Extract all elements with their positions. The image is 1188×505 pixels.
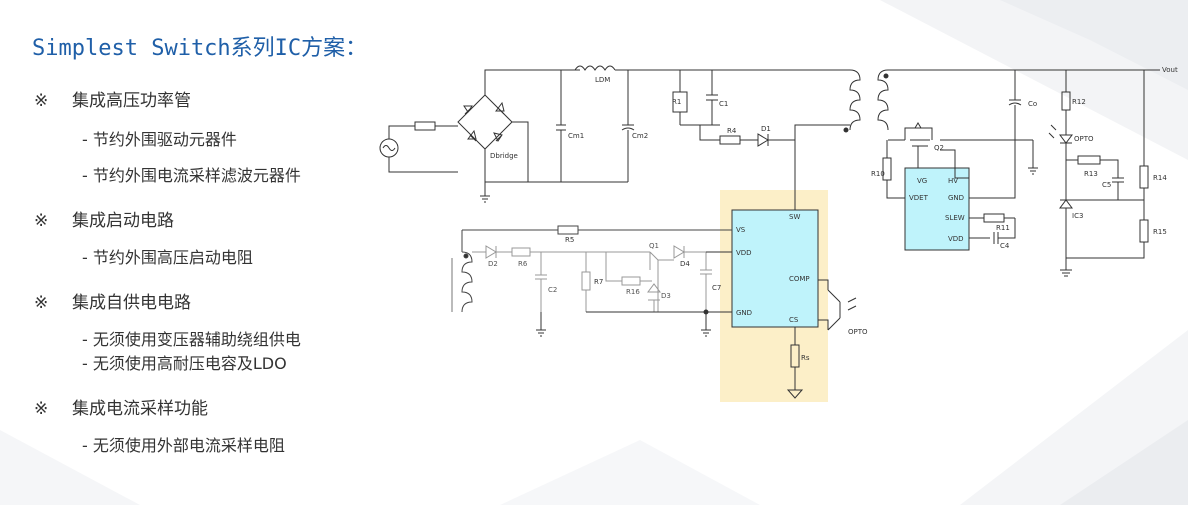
section-item: - 无须使用高耐压电容及LDO: [82, 354, 287, 373]
svg-text:LDM: LDM: [595, 76, 610, 84]
svg-text:C1: C1: [719, 100, 728, 108]
section-heading: ※集成启动电路: [34, 211, 174, 231]
dbridge-label: Dbridge: [490, 152, 518, 160]
legacy-supply: [472, 245, 712, 312]
svg-text:GND: GND: [948, 194, 964, 202]
output-capacitor: [940, 70, 1038, 175]
svg-text:COMP: COMP: [789, 275, 810, 283]
section-item: - 节约外围高压启动电阻: [82, 248, 253, 267]
svg-text:HV: HV: [948, 177, 958, 185]
svg-text:R4: R4: [727, 127, 737, 135]
ic2-chip: [904, 167, 970, 251]
svg-text:Co: Co: [1028, 100, 1037, 108]
svg-text:D1: D1: [761, 125, 771, 133]
svg-text:D3: D3: [661, 292, 671, 300]
feedback-network: [1048, 70, 1149, 277]
svg-text:Vout: Vout: [1162, 66, 1178, 74]
svg-text:R6: R6: [518, 260, 528, 268]
svg-text:Rs: Rs: [801, 354, 810, 362]
section-item: - 无须使用外部电流采样电阻: [82, 436, 285, 455]
svg-text:R13: R13: [1084, 170, 1098, 178]
transformer-primary: [794, 69, 861, 210]
svg-text:VDD: VDD: [736, 249, 752, 257]
transformer-secondary: [877, 69, 1160, 141]
input-filter: [528, 65, 680, 183]
svg-text:R5: R5: [565, 236, 574, 244]
svg-text:R1: R1: [672, 98, 681, 106]
section-item: - 节约外围电流采样滤波元器件: [82, 166, 301, 185]
svg-text:Q1: Q1: [649, 242, 659, 250]
svg-text:Cm1: Cm1: [568, 132, 584, 140]
svg-text:C7: C7: [712, 284, 721, 292]
ic1-chip: [731, 209, 819, 328]
svg-text:R12: R12: [1072, 98, 1086, 106]
ground-symbol: [480, 195, 490, 203]
svg-text:VG: VG: [917, 177, 927, 185]
svg-text:R7: R7: [594, 278, 603, 286]
ic2-external: [940, 140, 1016, 244]
snubber: [672, 69, 850, 147]
svg-text:OPTO: OPTO: [1074, 135, 1094, 143]
section-item: - 无须使用变压器辅助绕组供电: [82, 330, 301, 349]
bridge-rectifier: [457, 69, 580, 203]
svg-text:R11: R11: [996, 224, 1010, 232]
svg-text:Q2: Q2: [934, 144, 944, 152]
svg-text:D2: D2: [488, 260, 498, 268]
svg-text:R16: R16: [626, 288, 640, 296]
section-heading: ※集成电流采样功能: [34, 399, 208, 419]
section-heading: ※集成自供电电路: [34, 293, 191, 313]
svg-text:SW: SW: [789, 213, 800, 221]
section-item: - 节约外围驱动元器件: [82, 130, 237, 149]
q2-mosfet: [904, 122, 933, 172]
section-heading: ※集成高压功率管: [34, 91, 191, 111]
svg-text:R10: R10: [871, 170, 885, 178]
svg-text:C2: C2: [548, 286, 557, 294]
svg-text:VS: VS: [736, 226, 746, 234]
svg-text:C4: C4: [1000, 242, 1010, 250]
ic1-wiring: [536, 251, 857, 399]
svg-text:C5: C5: [1102, 181, 1111, 189]
page-title: Simplest Switch系列IC方案：: [32, 36, 368, 61]
svg-text:Cm2: Cm2: [632, 132, 648, 140]
svg-text:OPTO: OPTO: [848, 328, 868, 336]
aux-winding: [451, 225, 732, 313]
svg-text:R14: R14: [1153, 174, 1167, 182]
svg-text:GND: GND: [736, 309, 752, 317]
svg-text:CS: CS: [789, 316, 799, 324]
r10: [882, 140, 905, 199]
svg-text:D4: D4: [680, 260, 690, 268]
svg-text:R15: R15: [1153, 228, 1167, 236]
svg-text:VDD: VDD: [948, 235, 964, 243]
svg-text:VDET: VDET: [909, 194, 929, 202]
svg-text:IC3: IC3: [1072, 212, 1083, 220]
ac-source: [379, 121, 458, 173]
svg-text:SLEW: SLEW: [945, 214, 965, 222]
